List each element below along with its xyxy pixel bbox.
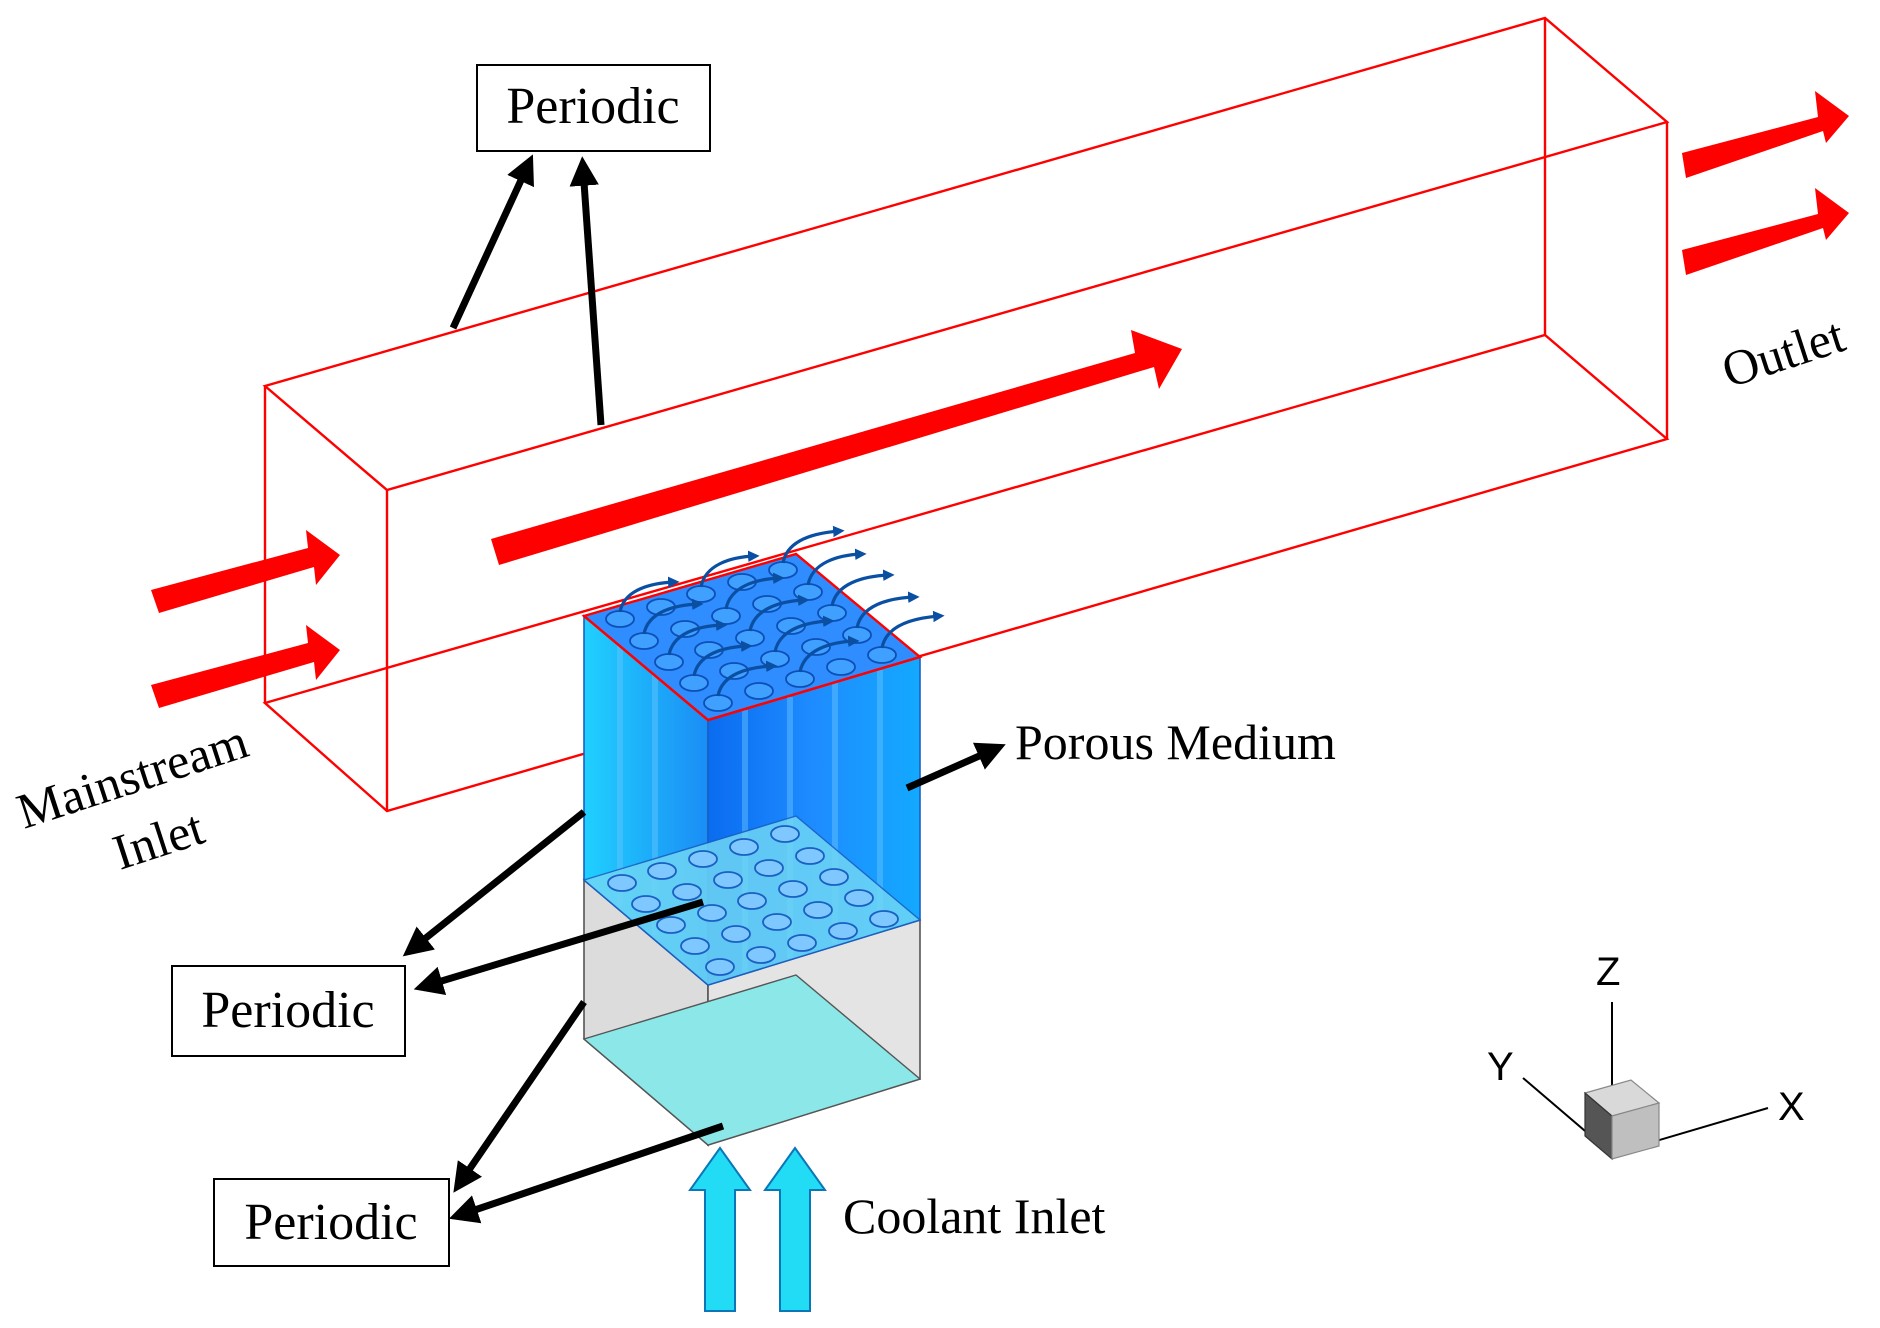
inlet-arrow-upper bbox=[151, 530, 340, 613]
arrow-to-periodic-bottom-1 bbox=[453, 1000, 587, 1193]
pointer-arrows bbox=[402, 154, 1006, 1224]
effusion-flow-lines bbox=[618, 525, 945, 697]
arrow-to-periodic-top-1 bbox=[449, 154, 534, 330]
periodic-top-label: Periodic bbox=[506, 78, 679, 135]
arrow-to-periodic-mid-2 bbox=[413, 898, 705, 995]
porous-top-red-edge-2 bbox=[583, 615, 709, 721]
inlet-arrow-lower bbox=[151, 625, 340, 708]
x-axis-label: X bbox=[1778, 1085, 1805, 1129]
z-axis-label: Z bbox=[1596, 950, 1620, 994]
axis-triad: Z X Y bbox=[1487, 950, 1805, 1161]
arrow-to-porous-medium bbox=[905, 742, 1006, 792]
outlet-label-group: Outlet bbox=[1715, 307, 1851, 399]
periodic-bottom-label: Periodic bbox=[244, 1194, 417, 1251]
periodic-mid-box: Periodic bbox=[171, 965, 406, 1057]
porous-top-red-edge bbox=[707, 655, 921, 722]
arrow-to-periodic-bottom-2 bbox=[448, 1122, 725, 1224]
periodic-mid-label: Periodic bbox=[201, 982, 374, 1039]
periodic-bottom-box: Periodic bbox=[213, 1178, 450, 1267]
mainstream-channel bbox=[262, 16, 1670, 813]
plenum-fluid-bottom bbox=[582, 974, 922, 1146]
y-axis-label: Y bbox=[1487, 1045, 1514, 1089]
coolant-arrow-left bbox=[688, 1146, 752, 1312]
top-face-holes bbox=[605, 561, 897, 712]
coolant-arrow-right bbox=[763, 1146, 827, 1312]
porous-medium-label: Porous Medium bbox=[1015, 714, 1336, 770]
porous-medium-block bbox=[581, 525, 945, 1147]
outlet-arrow-upper bbox=[1682, 91, 1849, 178]
coolant-inlet-label: Coolant Inlet bbox=[843, 1188, 1106, 1244]
outlet-arrow-lower bbox=[1682, 188, 1849, 275]
bottom-face-holes bbox=[607, 825, 899, 976]
axis-cube-front bbox=[1611, 1102, 1660, 1160]
coolant-inlet-arrows bbox=[688, 1146, 827, 1312]
main-flow-arrow bbox=[491, 330, 1182, 565]
mainstream-flow-arrows bbox=[151, 91, 1849, 708]
outlet-label: Outlet bbox=[1715, 307, 1851, 399]
arrow-to-periodic-mid-1 bbox=[402, 809, 587, 957]
mainstream-inlet-label-line2: Inlet bbox=[106, 799, 211, 881]
mainstream-inlet-line2: Inlet bbox=[106, 799, 211, 881]
arrow-to-periodic-top-2 bbox=[569, 156, 605, 426]
periodic-top-box: Periodic bbox=[476, 64, 711, 152]
